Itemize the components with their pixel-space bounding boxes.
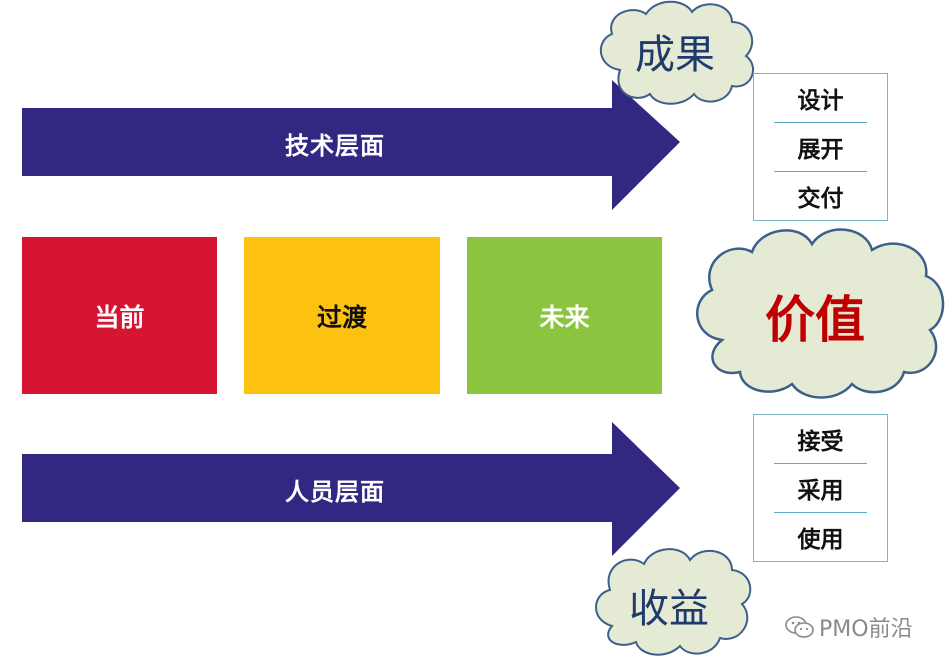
- cloud-value-text: 价值: [765, 291, 865, 349]
- panel-item-adopt: 采用: [774, 464, 867, 513]
- stage-box-future-bg: [467, 237, 662, 394]
- people-outcomes-panel: 接受 采用 使用: [753, 414, 888, 562]
- tech-outcomes-panel: 设计 展开 交付: [753, 73, 888, 221]
- panel-item-accept: 接受: [774, 415, 867, 464]
- cloud-benefit-text: 收益: [629, 586, 709, 632]
- cloud-result-text: 成果: [635, 32, 715, 78]
- stage-box-transition: 过渡: [316, 302, 367, 332]
- stage-box-future: 未来: [539, 302, 590, 332]
- panel-item-design: 设计: [774, 74, 867, 123]
- stage-box-current-bg: [22, 237, 217, 394]
- cloud-benefit-shape: [595, 548, 752, 656]
- tech-arrow-label: 技术层面: [285, 132, 385, 160]
- panel-item-use: 使用: [797, 527, 844, 553]
- tech-arrow: [22, 80, 680, 210]
- watermark: PMO前沿: [785, 611, 913, 643]
- wechat-icon: [785, 616, 814, 638]
- watermark-text: PMO前沿: [819, 617, 913, 642]
- panel-item-deliver: 交付: [797, 186, 844, 212]
- stage-box-current: 当前: [94, 302, 145, 332]
- panel-item-deploy: 展开: [774, 123, 867, 172]
- people-arrow: [22, 422, 680, 556]
- cloud-result-shape: [599, 0, 754, 105]
- cloud-value-shape: [696, 228, 945, 399]
- people-arrow-label: 人员层面: [285, 478, 385, 506]
- stage-box-transition-bg: [244, 237, 440, 394]
